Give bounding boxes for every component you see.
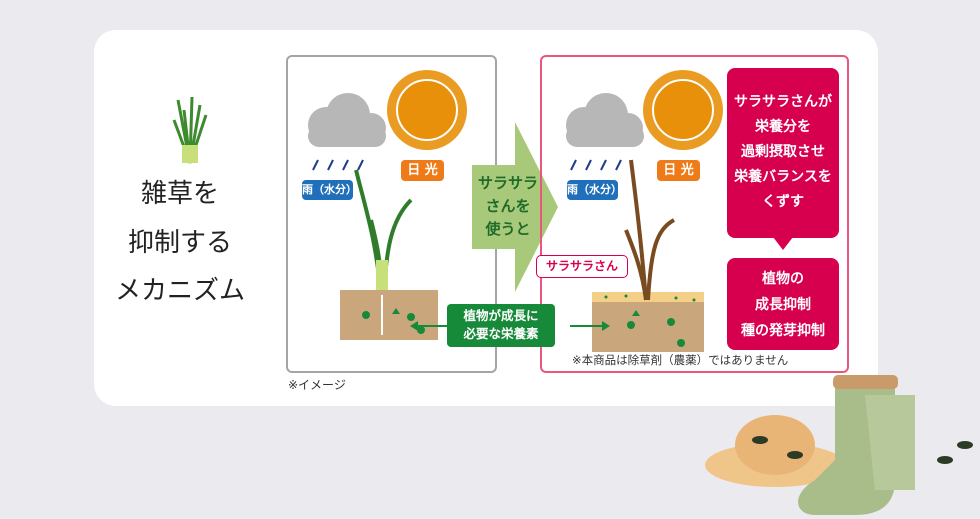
rain-label: 雨（水分）	[302, 180, 357, 200]
callout-line: 過剰摂取させ	[741, 144, 825, 160]
withered-plant	[624, 159, 676, 301]
nutrient-arrows-icon	[410, 321, 610, 331]
disclaimer: ※本商品は除草剤（農薬）ではありません	[572, 353, 789, 367]
nutrients-label: 植物が成長に 必要な栄養素	[447, 304, 555, 347]
callout-pointer	[773, 237, 793, 250]
heading-line3: メカニズム	[114, 276, 245, 306]
callout-line: 種の発芽抑制	[741, 323, 825, 339]
garden-boots-decoration	[705, 375, 973, 515]
arrow-label-line2: さんを	[485, 197, 531, 215]
callout-line: 栄養バランスを	[734, 169, 832, 185]
image-note: ※イメージ	[288, 378, 346, 392]
before-illustration	[308, 70, 467, 340]
nutrients-line1: 植物が成長に	[463, 308, 539, 323]
product-tag: サラサラさん	[536, 255, 628, 278]
weed-icon	[172, 96, 208, 164]
sun-icon	[387, 70, 467, 150]
callout-line: 植物の	[762, 271, 804, 287]
sun-icon	[643, 70, 723, 150]
callout-line: サラサラさんが	[734, 94, 832, 110]
callout-effect: サラサラさんが 栄養分を 過剰摂取させ 栄養バランスを くずす	[727, 68, 839, 238]
arrow-right-icon	[472, 122, 558, 292]
sun-label: 日 光	[401, 160, 444, 181]
after-panel	[540, 55, 849, 373]
heading-line2: 抑制する	[127, 228, 232, 258]
heading-line1: 雑草を	[140, 179, 219, 209]
sun-label: 日 光	[657, 160, 700, 181]
callout-line: 成長抑制	[755, 297, 811, 313]
callout-line: 栄養分を	[755, 119, 811, 135]
callout-result: 植物の 成長抑制 種の発芽抑制	[727, 258, 839, 350]
arrow-label-line1: サラサラ	[477, 174, 538, 192]
after-illustration	[566, 70, 723, 352]
rain-icon	[570, 159, 622, 171]
rain-label: 雨（水分）	[567, 180, 622, 200]
callout-line: くずす	[762, 194, 804, 210]
arrow-label-line3: 使うと	[485, 220, 531, 238]
arrow-label: サラサラ さんを 使うと	[472, 172, 544, 241]
cloud-icon	[308, 93, 386, 147]
nutrients-line2: 必要な栄養素	[463, 326, 539, 341]
rain-icon	[312, 159, 364, 171]
cloud-icon	[566, 93, 644, 147]
